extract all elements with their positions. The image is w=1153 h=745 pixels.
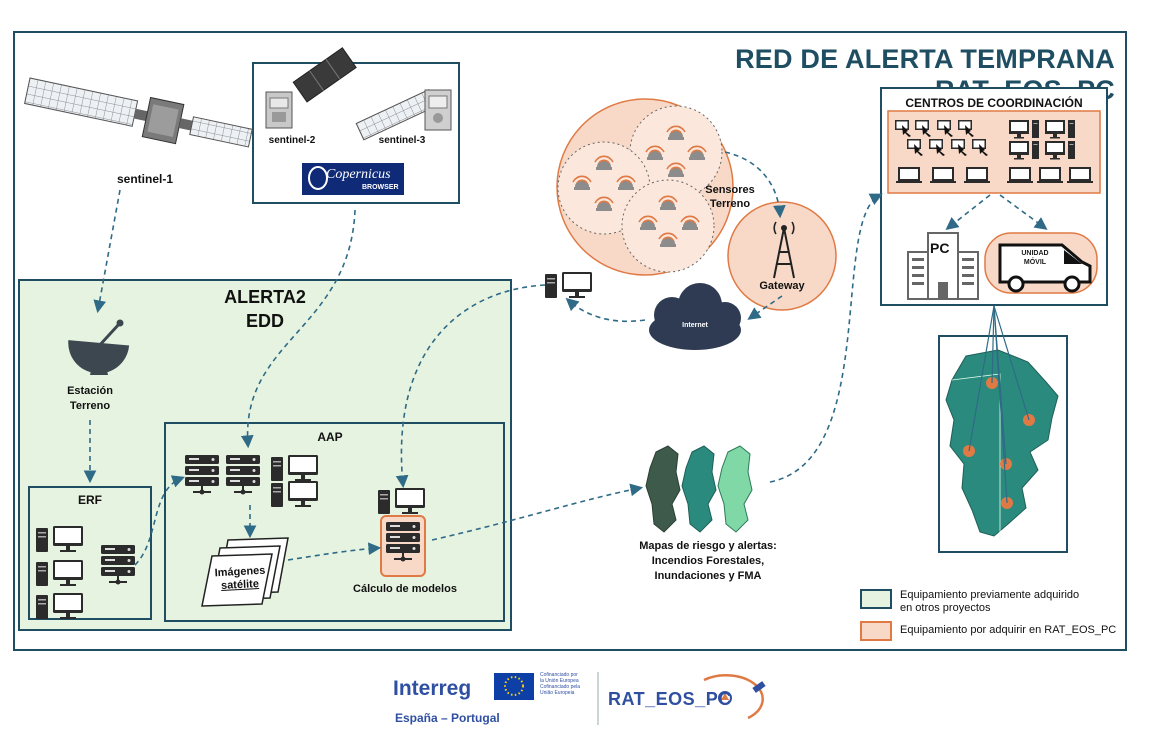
- eu-line-2: la Unión Europea: [540, 678, 579, 684]
- mobile-unit-label-2: MÓVIL: [1023, 259, 1047, 266]
- sentinel-2-satellite-icon: [265, 47, 357, 129]
- sentinel-2-label: sentinel-2: [268, 135, 316, 146]
- eu-line-1: Cofinanciado por: [540, 672, 578, 678]
- maps-label-1: Mapas de riesgo y alertas:: [639, 540, 777, 552]
- erf-label: ERF: [78, 493, 102, 507]
- sensor-network-area: [556, 98, 837, 311]
- sensors-label-1: Sensores: [705, 184, 755, 196]
- aap-server-icon: [226, 455, 260, 495]
- copernicus-browser-logo: [302, 163, 404, 195]
- risk-map-fma-icon: [717, 445, 753, 533]
- flow-arrows: [83, 151, 1048, 566]
- erf-workstation-icon: [36, 593, 83, 619]
- aap-workstation-icon: [271, 481, 318, 507]
- satellite-dish-icon: [68, 319, 130, 375]
- map-link-lines: [968, 305, 1030, 504]
- rat-eos-pc-logo-text: RAT_EOS_PC: [608, 689, 732, 709]
- pc-label: PC: [930, 240, 950, 256]
- ground-station-label-1: Estación: [67, 385, 113, 397]
- alerta2-title: ALERTA2: [224, 287, 306, 307]
- eu-line-3: Cofinanciado pela: [540, 684, 581, 690]
- aap-workstation-icon: [271, 455, 318, 481]
- internet-workstation-icon: [545, 272, 592, 298]
- gateway-tower-icon: [773, 221, 795, 279]
- aap-label: AAP: [317, 430, 343, 444]
- erf-server-icon: [101, 545, 135, 585]
- interreg-logo: Interreg: [393, 677, 472, 700]
- sentinel-1-label: sentinel-1: [116, 172, 173, 186]
- aap-server-icon: [185, 455, 219, 495]
- eu-cofunding-text: Cofinanciado por la Unión Europea Cofina…: [540, 672, 600, 696]
- sentinel-3-satellite-icon: [355, 88, 452, 141]
- maps-label-3: Inundaciones y FMA: [654, 570, 762, 582]
- portugal-map-icon: [945, 349, 1059, 540]
- legend-green-label-2: en otros proyectos: [900, 602, 991, 614]
- copernicus-logo-text: Copernicus: [326, 167, 391, 182]
- models-label: Cálculo de modelos: [353, 583, 457, 595]
- interreg-region: España – Portugal: [395, 711, 500, 725]
- edd-title: EDD: [245, 311, 284, 331]
- mobile-unit-label-1: UNIDAD: [1021, 250, 1049, 257]
- sensors-label-2: Terreno: [709, 198, 751, 210]
- legend-orange-swatch: [860, 621, 892, 641]
- copernicus-logo-sub: BROWSER: [362, 184, 399, 191]
- eu-flag-icon: [494, 673, 534, 700]
- erf-workstation-icon: [36, 560, 83, 586]
- gateway-label: Gateway: [759, 280, 805, 292]
- risk-map-flood-icon: [681, 445, 717, 533]
- ground-station-label-2: Terreno: [69, 400, 111, 412]
- erf-workstation-icon: [36, 526, 83, 552]
- internet-label: Internet: [682, 322, 708, 329]
- risk-map-fire-icon: [645, 445, 681, 533]
- coordination-title: CENTROS DE COORDINACIÓN: [905, 96, 1083, 110]
- legend-green-label-1: Equipamiento previamente adquirido: [900, 589, 1080, 601]
- aap-workstation-icon: [378, 488, 425, 514]
- sentinel-3-label: sentinel-3: [378, 135, 426, 146]
- pc-building-icon: [907, 232, 979, 300]
- satellite-images-stack-icon: [201, 537, 289, 607]
- mobile-unit-van-icon: [998, 243, 1092, 293]
- maps-label-2: Incendios Forestales,: [651, 555, 765, 567]
- internet-cloud-icon: [649, 283, 741, 350]
- rat-eos-pc-logo-icon: [703, 674, 766, 720]
- sentinel-1-satellite-icon: [24, 77, 253, 148]
- legend-green-swatch: [860, 589, 892, 609]
- legend-orange-label: Equipamiento por adquirir en RAT_EOS_PC: [900, 624, 1117, 636]
- diagram-frame: [13, 31, 1127, 651]
- eu-line-4: União Europeia: [540, 690, 575, 696]
